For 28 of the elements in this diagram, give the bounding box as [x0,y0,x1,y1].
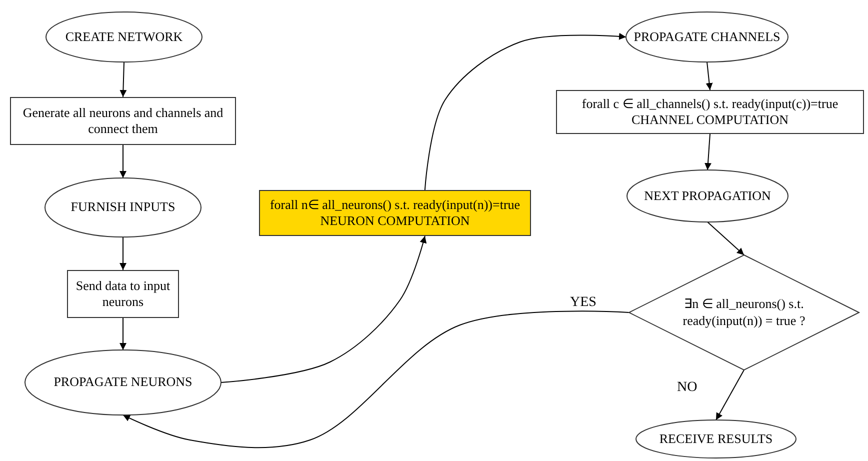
node-text: ∃n ∈ all_neurons() s.t. ready(input(n)) = true ? [682,296,806,329]
arrow [122,310,630,448]
arrow [220,236,427,383]
process-box [67,270,179,318]
arrow [424,32,626,190]
arrow [716,370,744,420]
node-text: Send data to input neurons [74,278,172,310]
node-text: CHANNEL COMPUTATION [631,112,788,128]
arrow [120,236,126,270]
node-text: NEXT PROPAGATION [644,188,771,204]
node-text: PROPAGATE CHANNELS [634,28,780,46]
process-box [259,190,531,236]
arrow [704,134,712,170]
node-text: forall c ∈ all_channels() s.t. ready(input(c))=true [582,96,838,112]
process-box [10,97,236,145]
arrow [706,62,713,90]
node-text: NEURON COMPUTATION [320,213,470,230]
arrow [120,144,126,178]
arrow [707,222,744,256]
node-text: FURNISH INPUTS [70,199,176,216]
node-text: RECEIVE RESULTS [659,430,773,448]
process-box [556,90,864,134]
node-text: Generate all neurons and channels and connect them [22,104,224,138]
node-text: CREATE NETWORK [65,28,183,46]
node-text: forall n∈ all_neurons() s.t. ready(input(n))=true [270,196,520,213]
arrow [120,62,127,98]
arrow [120,318,126,350]
node-text: PROPAGATE NEURONS [54,374,192,391]
